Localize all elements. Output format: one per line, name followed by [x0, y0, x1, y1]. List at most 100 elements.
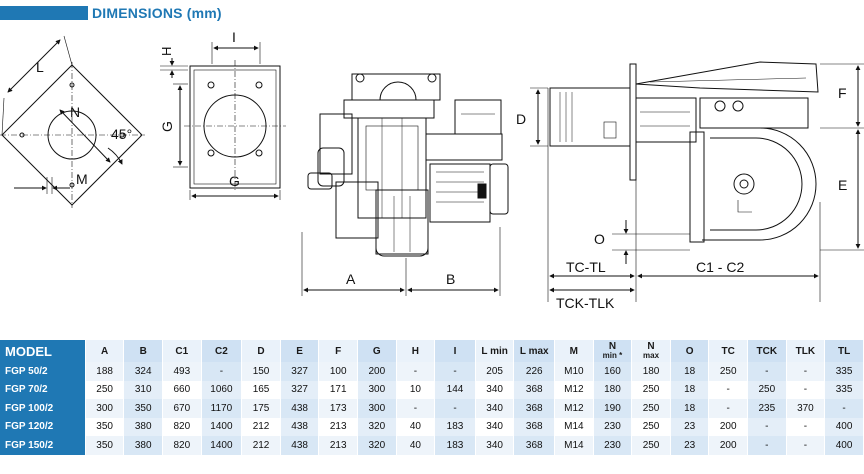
- cell-tlk: -: [786, 362, 826, 381]
- cell-d: 175: [241, 399, 281, 418]
- cell-c1: 660: [162, 380, 202, 399]
- cell-tl: 335: [824, 362, 864, 381]
- cell-m: M10: [554, 362, 594, 381]
- cell-o: 18: [670, 380, 710, 399]
- dimensions-table: MODEL A B C1 C2 D E F G H I L min L max …: [0, 340, 864, 455]
- cell-model: FGP 100/2: [0, 399, 86, 418]
- cell-c2: 1400: [201, 436, 243, 455]
- cell-a: 300: [85, 399, 125, 418]
- cell-o: 23: [670, 436, 710, 455]
- cell-m: M12: [554, 399, 594, 418]
- col-header-o: O: [670, 340, 710, 362]
- cell-e: 438: [280, 399, 320, 418]
- burner-side-view: [530, 61, 864, 302]
- label-H: H: [159, 47, 174, 56]
- cell-e: 327: [280, 362, 320, 381]
- cell-d: 165: [241, 380, 281, 399]
- cell-tck: 250: [747, 380, 787, 399]
- cell-o: 23: [670, 417, 710, 436]
- label-M: M: [76, 171, 88, 187]
- cell-lmax: 368: [513, 399, 556, 418]
- cell-nmax: 180: [631, 362, 671, 381]
- cell-nmin: 160: [593, 362, 633, 381]
- page-title: DIMENSIONS (mm): [92, 4, 222, 21]
- cell-m: M14: [554, 417, 594, 436]
- cell-i: 183: [434, 417, 476, 436]
- cell-tc: -: [708, 380, 749, 399]
- cell-model: FGP 120/2: [0, 417, 86, 436]
- cell-lmin: 340: [475, 436, 515, 455]
- cell-tlk: -: [786, 436, 826, 455]
- cell-tc: 250: [708, 362, 749, 381]
- label-D: D: [516, 111, 526, 127]
- cell-m: M14: [554, 436, 594, 455]
- cell-d: 150: [241, 362, 281, 381]
- cell-i: -: [434, 362, 476, 381]
- label-B: B: [446, 271, 455, 287]
- cell-lmax: 226: [513, 362, 556, 381]
- cell-c2: 1170: [201, 399, 243, 418]
- cell-b: 310: [123, 380, 164, 399]
- label-E: E: [838, 177, 847, 193]
- col-header-e: E: [280, 340, 320, 362]
- cell-lmin: 340: [475, 399, 515, 418]
- cell-tl: 335: [824, 380, 864, 399]
- cell-tl: 400: [824, 436, 864, 455]
- col-header-model: MODEL: [0, 340, 86, 362]
- col-header-lmin: L min: [475, 340, 515, 362]
- col-header-i: I: [434, 340, 476, 362]
- label-TCK-TLK: TCK-TLK: [556, 295, 615, 311]
- cell-h: -: [396, 399, 436, 418]
- cell-model: FGP 150/2: [0, 436, 86, 455]
- cell-tck: -: [747, 362, 787, 381]
- cell-d: 212: [241, 417, 281, 436]
- cell-c1: 820: [162, 417, 202, 436]
- cell-tc: -: [708, 399, 749, 418]
- cell-a: 250: [85, 380, 125, 399]
- col-header-tl: TL: [824, 340, 864, 362]
- cell-i: 183: [434, 436, 476, 455]
- cell-nmin: 230: [593, 436, 633, 455]
- col-header-d: D: [241, 340, 281, 362]
- cell-nmax: 250: [631, 380, 671, 399]
- label-I: I: [232, 29, 236, 45]
- dimension-drawings: L N 45° M H I G G: [0, 29, 864, 311]
- cell-b: 324: [123, 362, 164, 381]
- cell-e: 438: [280, 436, 320, 455]
- label-F: F: [838, 85, 847, 101]
- cell-tlk: -: [786, 380, 826, 399]
- cell-i: -: [434, 399, 476, 418]
- cell-h: 10: [396, 380, 436, 399]
- label-O: O: [594, 231, 605, 247]
- cell-g: 320: [357, 436, 397, 455]
- cell-c1: 820: [162, 436, 202, 455]
- burner-front-view: [301, 73, 509, 296]
- cell-c2: 1400: [201, 417, 243, 436]
- cell-nmin: 230: [593, 417, 633, 436]
- cell-h: -: [396, 362, 436, 381]
- cell-c1: 493: [162, 362, 202, 381]
- cell-b: 380: [123, 417, 164, 436]
- cell-c2: -: [201, 362, 243, 381]
- cell-tlk: 370: [786, 399, 826, 418]
- col-header-f: F: [318, 340, 359, 362]
- cell-lmin: 340: [475, 380, 515, 399]
- cell-tck: -: [747, 436, 787, 455]
- col-header-g: G: [357, 340, 397, 362]
- flange-diamond-view: [0, 35, 145, 208]
- cell-f: 213: [318, 417, 359, 436]
- cell-i: 144: [434, 380, 476, 399]
- cell-e: 327: [280, 380, 320, 399]
- cell-e: 438: [280, 417, 320, 436]
- col-header-c2: C2: [201, 340, 243, 362]
- label-G-bottom: G: [229, 173, 240, 189]
- label-A: A: [346, 271, 356, 287]
- col-header-tlk: TLK: [786, 340, 826, 362]
- cell-f: 171: [318, 380, 359, 399]
- cell-nmax: 250: [631, 436, 671, 455]
- cell-f: 173: [318, 399, 359, 418]
